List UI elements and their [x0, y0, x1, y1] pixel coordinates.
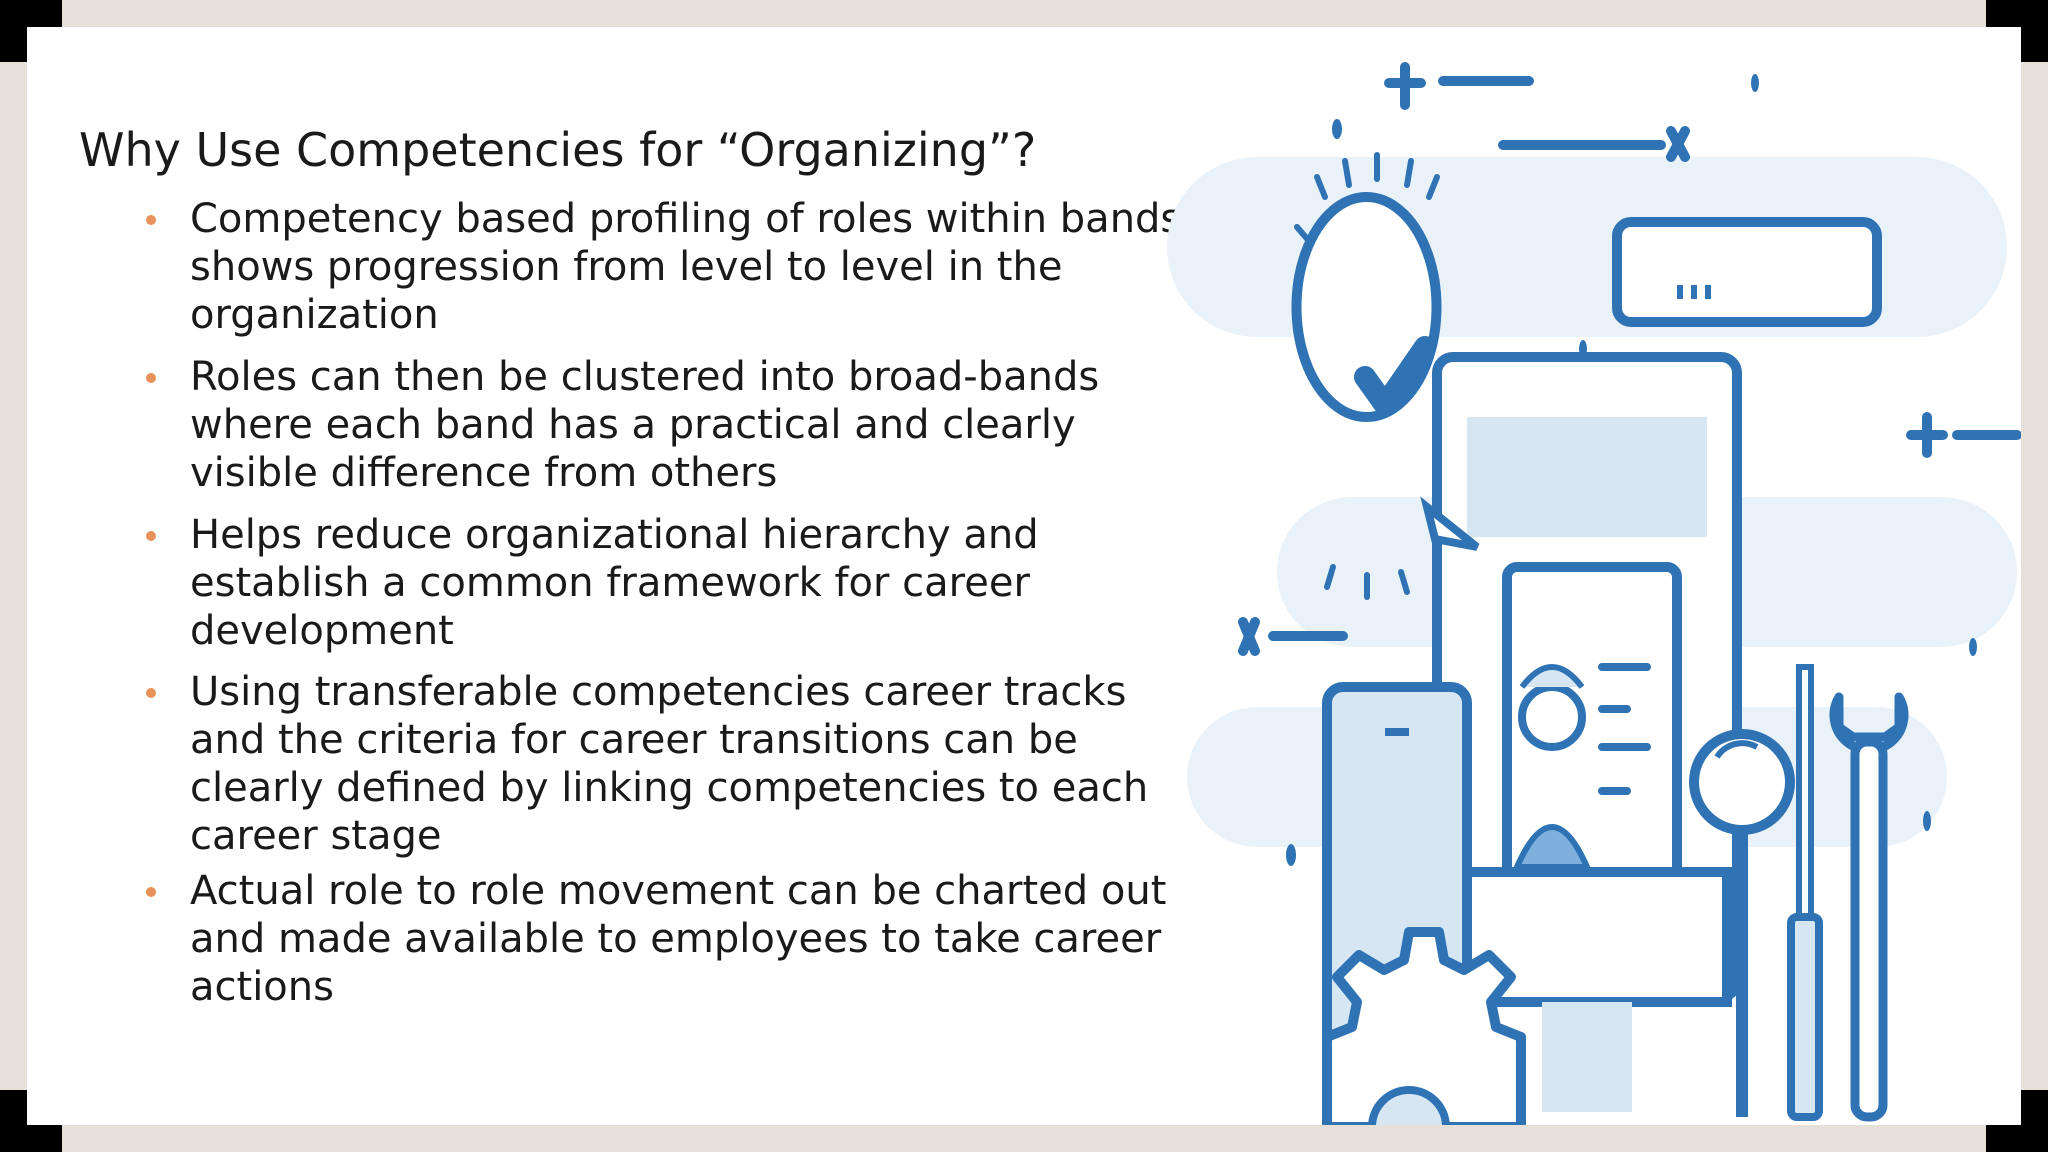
- slide: Why Use Competencies for “Organizing”? C…: [27, 27, 2021, 1125]
- decorative-dots-icon: [1286, 74, 1977, 866]
- bullet-text: Helps reduce organizational hierarchy an…: [190, 512, 1039, 654]
- decorative-lines-icon: [1238, 62, 2021, 656]
- bullet-marker: [146, 688, 156, 698]
- gear-icon: [1322, 927, 1526, 1125]
- bullet-text: Using transferable competencies career t…: [190, 669, 1149, 859]
- career-tools-illustration: [1167, 62, 2021, 1125]
- profile-card-icon: [1502, 562, 1682, 892]
- bullet-item: Competency based profiling of roles with…: [146, 195, 1200, 339]
- bullet-text: Competency based profiling of roles with…: [190, 196, 1182, 338]
- bullet-text: Roles can then be clustered into broad-b…: [190, 354, 1100, 496]
- checkmark-badge-icon: [1291, 152, 1480, 600]
- bullet-marker: [146, 887, 156, 897]
- slide-title: Why Use Competencies for “Organizing”?: [79, 123, 1037, 177]
- bullet-marker: [146, 531, 156, 541]
- wrench-icon: [1829, 692, 1909, 1122]
- bullet-marker: [146, 373, 156, 383]
- browser-tab-icon: [1612, 217, 1882, 327]
- screwdriver-icon: [1787, 664, 1823, 1121]
- desk-icon: [1462, 867, 1732, 1112]
- bullet-item: Using transferable competencies career t…: [146, 668, 1200, 860]
- bullet-item: Actual role to role movement can be char…: [146, 867, 1200, 1011]
- bullet-item: Roles can then be clustered into broad-b…: [146, 353, 1200, 497]
- bullet-text: Actual role to role movement can be char…: [190, 868, 1167, 1010]
- magnifier-icon: [1689, 729, 1795, 1117]
- bullet-marker: [146, 215, 156, 225]
- bullet-item: Helps reduce organizational hierarchy an…: [146, 511, 1200, 655]
